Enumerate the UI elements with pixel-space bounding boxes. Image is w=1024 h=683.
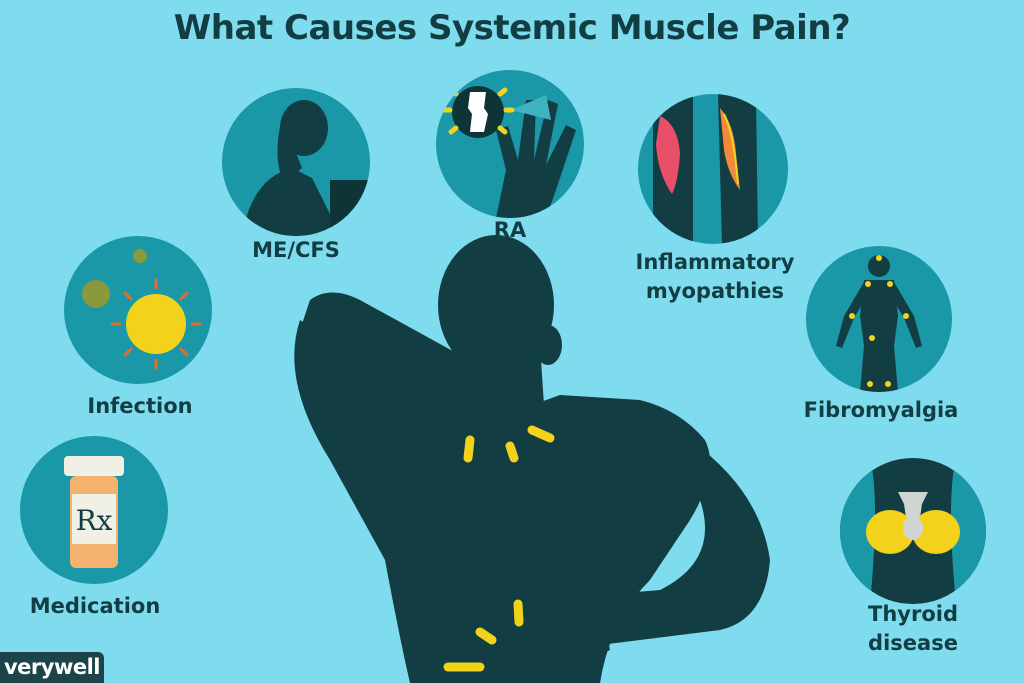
fibromyalgia-label: Fibromyalgia — [803, 398, 959, 422]
thyroid-label-line1: Thyroid — [868, 602, 958, 626]
verywell-logo: verywell — [0, 652, 104, 683]
inflammatory-myopathies-illustration — [638, 94, 788, 244]
pain-marks — [443, 425, 555, 672]
me-cfs-label: ME/CFS — [252, 238, 340, 262]
page-title: What Causes Systemic Muscle Pain? — [173, 8, 851, 48]
fibromyalgia-illustration — [806, 246, 952, 392]
inflammatory-label-line2: myopathies — [645, 279, 785, 303]
infection-illustration — [64, 236, 212, 384]
medication-illustration: Rx — [20, 436, 168, 584]
medication-label: Medication — [29, 594, 161, 618]
inflammatory-myopathies-label: Inflammatory myopathies — [622, 248, 808, 306]
ra-label: RA — [493, 218, 527, 242]
me-cfs-illustration — [222, 88, 370, 236]
ra-illustration — [436, 70, 584, 218]
rx-label: Rx — [76, 504, 113, 537]
thyroid-disease-label: Thyroid disease — [838, 600, 988, 658]
thyroid-label-line2: disease — [868, 631, 958, 655]
thyroid-illustration — [840, 458, 986, 604]
infection-label: Infection — [87, 394, 193, 418]
inflammatory-label-line1: Inflammatory — [635, 250, 795, 274]
